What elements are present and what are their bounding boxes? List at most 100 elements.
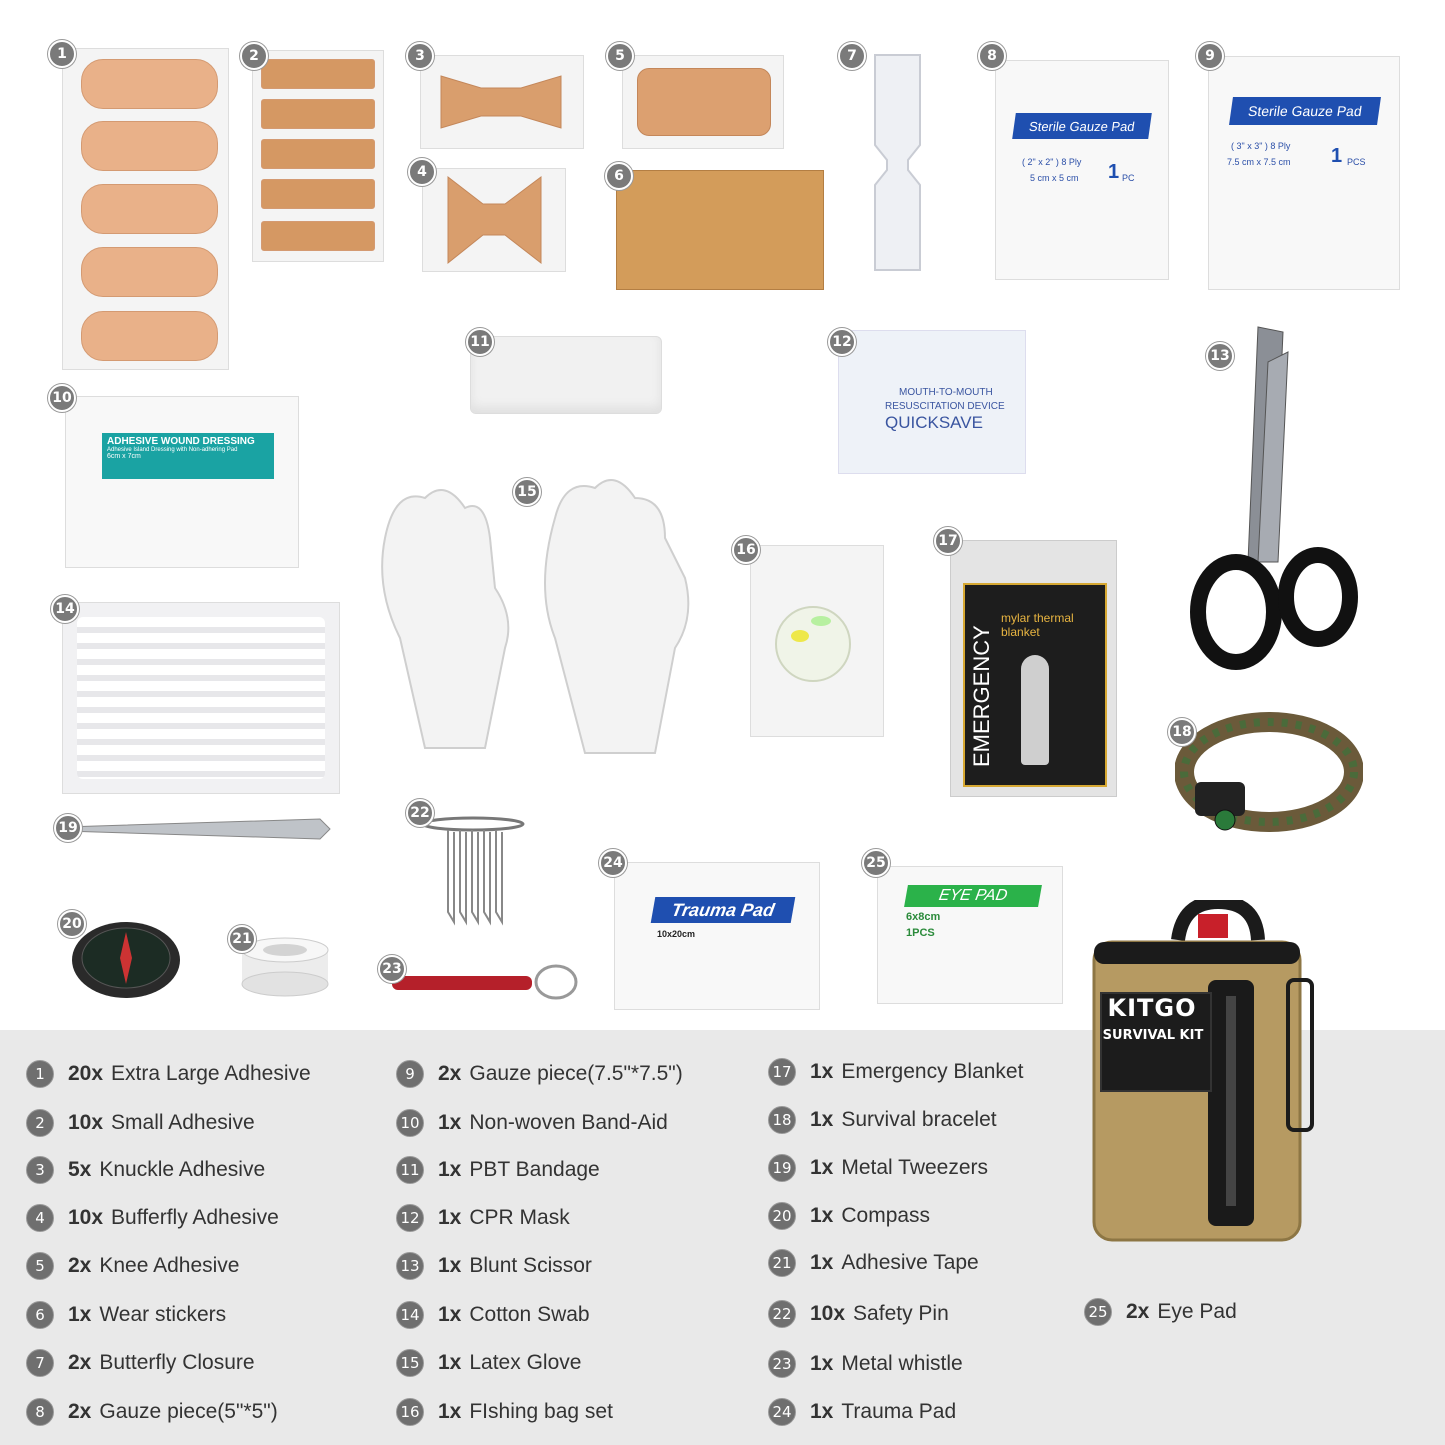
legend-row-7: 7 2x Butterfly Closure <box>26 1347 255 1379</box>
badge-8: 8 <box>978 42 1006 70</box>
legend-num: 6 <box>26 1301 54 1329</box>
legend-label: Blunt Scissor <box>469 1254 592 1277</box>
gauze-8-metric: 5 cm x 5 cm <box>1030 173 1079 183</box>
butterfly-adhesive-image <box>422 168 566 272</box>
legend-label: PBT Bandage <box>469 1158 600 1181</box>
butterfly-closure-image <box>870 50 925 275</box>
metal-whistle-image <box>390 962 580 1002</box>
legend-num: 15 <box>396 1349 424 1377</box>
badge-14: 14 <box>51 595 79 623</box>
legend-num: 7 <box>26 1349 54 1377</box>
badge-12: 12 <box>828 328 856 356</box>
legend-label: Knee Adhesive <box>99 1254 240 1277</box>
legend-qty: 2x <box>1126 1300 1150 1323</box>
badge-17: 17 <box>934 527 962 555</box>
legend-num: 20 <box>768 1202 796 1230</box>
legend-num: 9 <box>396 1060 424 1088</box>
kitgo-survival-kit-bag-image: KITGO SURVIVAL KIT <box>1088 900 1328 1245</box>
legend-num: 2 <box>26 1109 54 1137</box>
legend-label: Adhesive Tape <box>841 1251 979 1274</box>
legend-qty: 1x <box>438 1111 462 1134</box>
badge-13: 13 <box>1206 342 1234 370</box>
trauma-pad-image: Trauma Pad 10x20cm <box>614 862 820 1010</box>
legend-qty: 10x <box>68 1111 104 1134</box>
legend-num: 24 <box>768 1398 796 1426</box>
legend-qty: 1x <box>810 1352 834 1375</box>
legend-num: 4 <box>26 1204 54 1232</box>
legend-qty: 2x <box>68 1351 92 1374</box>
legend-label: Metal whistle <box>841 1352 963 1375</box>
badge-10: 10 <box>48 384 76 412</box>
legend-num: 12 <box>396 1204 424 1232</box>
badge-21: 21 <box>228 925 256 953</box>
cpr-line2: RESUSCITATION DEVICE <box>885 401 1005 412</box>
legend-qty: 1x <box>68 1303 92 1326</box>
legend-label: FIshing bag set <box>469 1400 613 1423</box>
legend-num: 8 <box>26 1398 54 1426</box>
legend-qty: 1x <box>810 1204 834 1227</box>
eye-pad-qty: 1PCS <box>906 927 935 939</box>
legend-qty: 1x <box>810 1400 834 1423</box>
legend-label: CPR Mask <box>469 1206 570 1229</box>
emergency-label: EMERGENCY <box>969 625 994 767</box>
legend-label: Gauze piece(5"*5") <box>99 1400 278 1423</box>
adhesive-size: 6cm x 7cm <box>107 453 141 460</box>
eye-pad-image: EYE PAD 6x8cm 1PCS <box>877 866 1063 1004</box>
compass-image <box>70 918 182 1000</box>
legend-label: Bufferfly Adhesive <box>111 1206 279 1229</box>
badge-11: 11 <box>466 328 494 356</box>
gauze-pad-2x2-image: Sterile Gauze Pad ( 2" x 2" ) 8 Ply 5 cm… <box>995 60 1169 280</box>
badge-3: 3 <box>406 42 434 70</box>
mylar-label: mylar thermal blanket <box>1001 611 1074 639</box>
extra-large-adhesive-image <box>62 48 229 370</box>
cotton-swab-image <box>62 602 340 794</box>
badge-6: 6 <box>605 162 633 190</box>
kit-brand: KITGO <box>1107 994 1197 1022</box>
metal-tweezers-image <box>60 815 332 843</box>
fishing-bag-set-image <box>750 545 884 737</box>
legend-qty: 1x <box>810 1060 834 1083</box>
badge-22: 22 <box>406 799 434 827</box>
legend-num: 16 <box>396 1398 424 1426</box>
adhesive-wound-dressing-image: ADHESIVE WOUND DRESSING Adhesive Island … <box>65 396 299 568</box>
legend-label: Survival bracelet <box>841 1108 997 1131</box>
legend-num: 5 <box>26 1252 54 1280</box>
legend-qty: 1x <box>438 1158 462 1181</box>
cpr-mask-image: MOUTH-TO-MOUTH RESUSCITATION DEVICE QUIC… <box>838 330 1026 474</box>
badge-18: 18 <box>1168 718 1196 746</box>
gauze-8-qty: 1 <box>1108 161 1120 183</box>
badge-1: 1 <box>48 40 76 68</box>
gauze-8-title: Sterile Gauze Pad <box>1012 113 1152 139</box>
legend-num: 21 <box>768 1249 796 1277</box>
legend-qty: 10x <box>68 1206 104 1229</box>
legend-num: 19 <box>768 1154 796 1182</box>
legend-label: Safety Pin <box>853 1302 949 1325</box>
cpr-line1: MOUTH-TO-MOUTH <box>899 387 993 398</box>
legend-num: 13 <box>396 1252 424 1280</box>
eye-pad-size: 6x8cm <box>906 911 941 923</box>
legend-label: Butterfly Closure <box>99 1351 255 1374</box>
legend-num: 3 <box>26 1156 54 1184</box>
badge-24: 24 <box>599 849 627 877</box>
badge-7: 7 <box>838 42 866 70</box>
legend-num: 25 <box>1084 1298 1112 1326</box>
legend-num: 22 <box>768 1300 796 1328</box>
knee-adhesive-image <box>622 55 784 149</box>
legend-num: 17 <box>768 1058 796 1086</box>
kit-subtitle: SURVIVAL KIT <box>1102 1028 1204 1043</box>
gauze-8-size: ( 2" x 2" ) 8 Ply <box>1022 157 1082 167</box>
safety-pins-image <box>420 812 526 930</box>
legend-qty: 1x <box>810 1156 834 1179</box>
